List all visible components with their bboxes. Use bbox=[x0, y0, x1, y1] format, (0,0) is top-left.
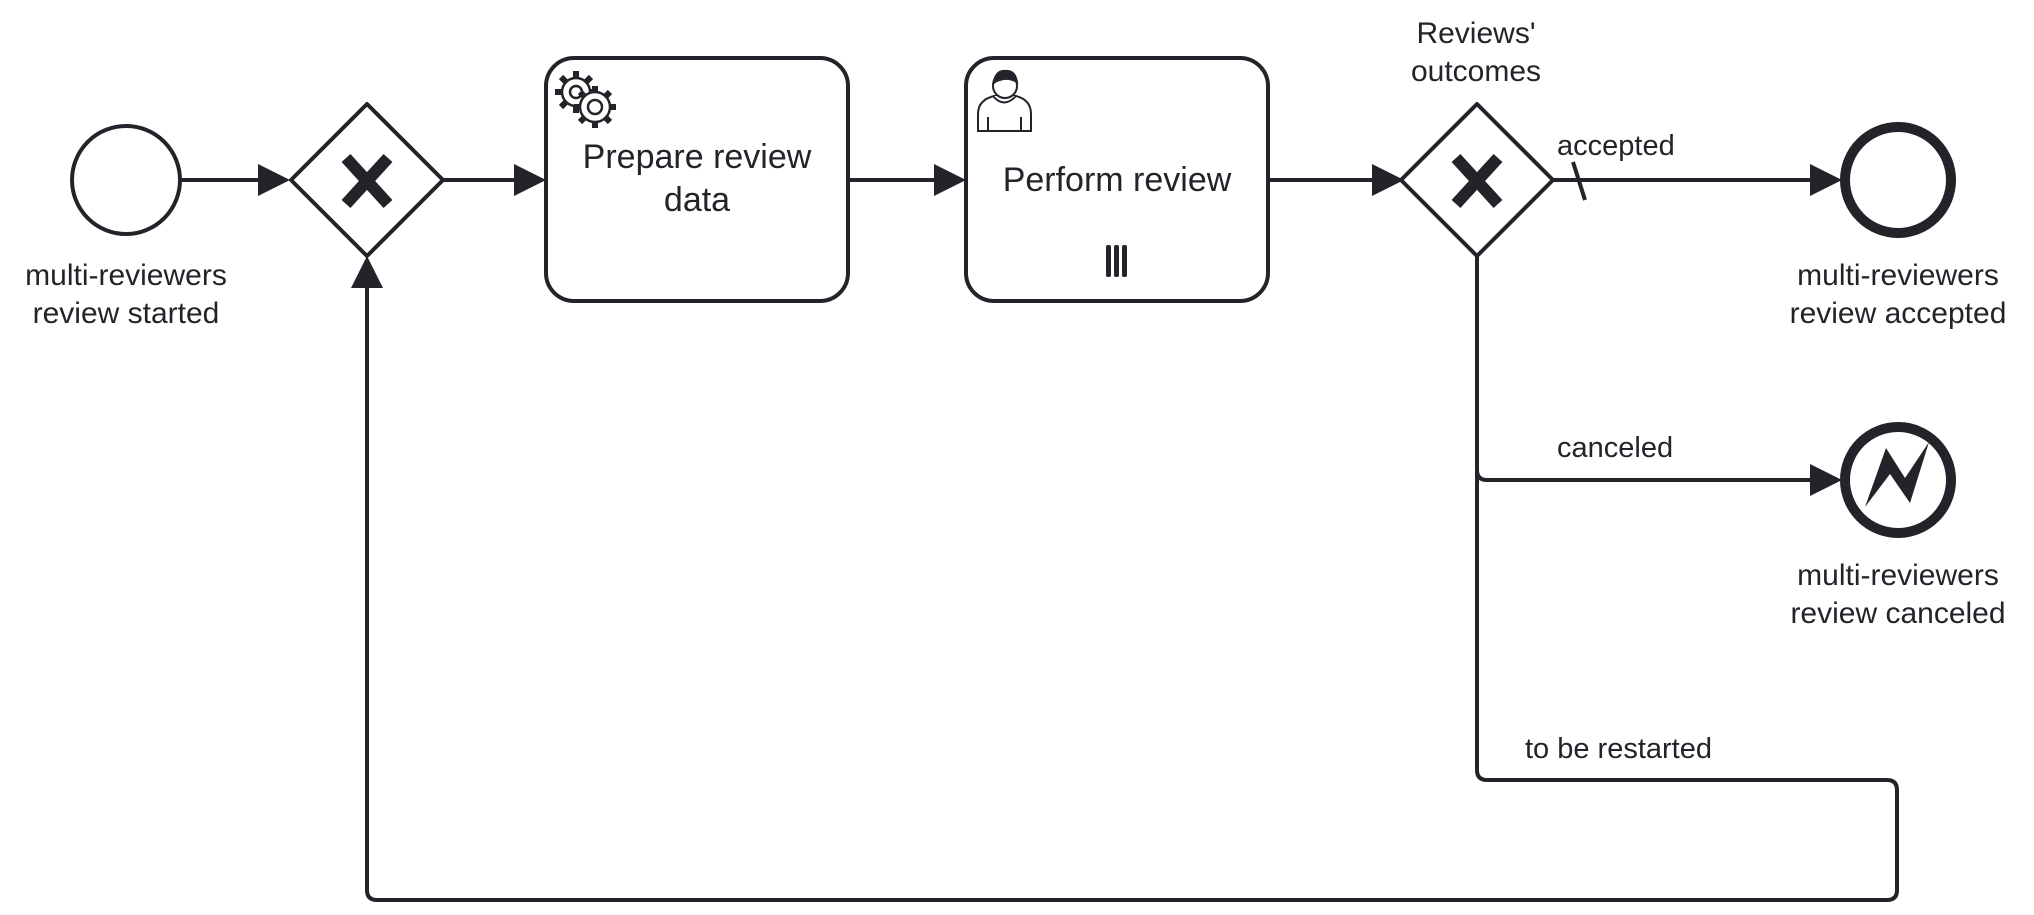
arrow-head bbox=[258, 164, 290, 196]
end-event-accepted-label: multi-reviewers bbox=[1797, 259, 1999, 292]
end-event-accepted-label: review accepted bbox=[1790, 297, 2007, 330]
gears-icon bbox=[555, 71, 616, 128]
flow-label-accepted: accepted bbox=[1557, 130, 1675, 162]
start-event[interactable] bbox=[70, 124, 182, 236]
arrow-head bbox=[934, 164, 966, 196]
flow-label-restart: to be restarted bbox=[1525, 733, 1712, 765]
prepare-review-data-task[interactable]: Prepare review data bbox=[544, 56, 850, 303]
perform-review-task[interactable]: Perform review bbox=[964, 56, 1270, 303]
prepare-task-label: data bbox=[664, 181, 730, 219]
decision-gateway-label: outcomes bbox=[1411, 55, 1541, 88]
prepare-task-label: Prepare review bbox=[583, 138, 812, 176]
flow-label-canceled: canceled bbox=[1557, 432, 1673, 464]
arrow-head bbox=[351, 256, 383, 288]
arrow-head bbox=[1810, 464, 1842, 496]
end-event-canceled-label: multi-reviewers bbox=[1797, 559, 1999, 592]
start-event-label: multi-reviewers bbox=[25, 259, 227, 292]
end-event-accepted[interactable] bbox=[1840, 122, 1956, 238]
arrow-head bbox=[514, 164, 546, 196]
end-event-canceled[interactable] bbox=[1840, 422, 1956, 538]
merge-gateway[interactable] bbox=[289, 102, 445, 258]
user-icon bbox=[977, 69, 1032, 132]
exclusive-x-icon bbox=[1451, 153, 1503, 209]
start-event-label: review started bbox=[33, 297, 220, 330]
decision-gateway[interactable] bbox=[1399, 102, 1555, 258]
flow-restart[interactable] bbox=[365, 286, 1899, 902]
exclusive-x-icon bbox=[341, 153, 393, 209]
error-icon bbox=[1865, 442, 1929, 507]
default-flow-marker bbox=[1571, 161, 1587, 201]
arrow-head bbox=[1810, 164, 1842, 196]
decision-gateway-label: Reviews' bbox=[1416, 17, 1535, 50]
parallel-multi-instance-icon bbox=[1106, 245, 1127, 277]
perform-task-label: Perform review bbox=[1003, 161, 1232, 199]
arrow-head bbox=[1372, 164, 1404, 196]
end-event-canceled-label: review canceled bbox=[1790, 597, 2005, 630]
